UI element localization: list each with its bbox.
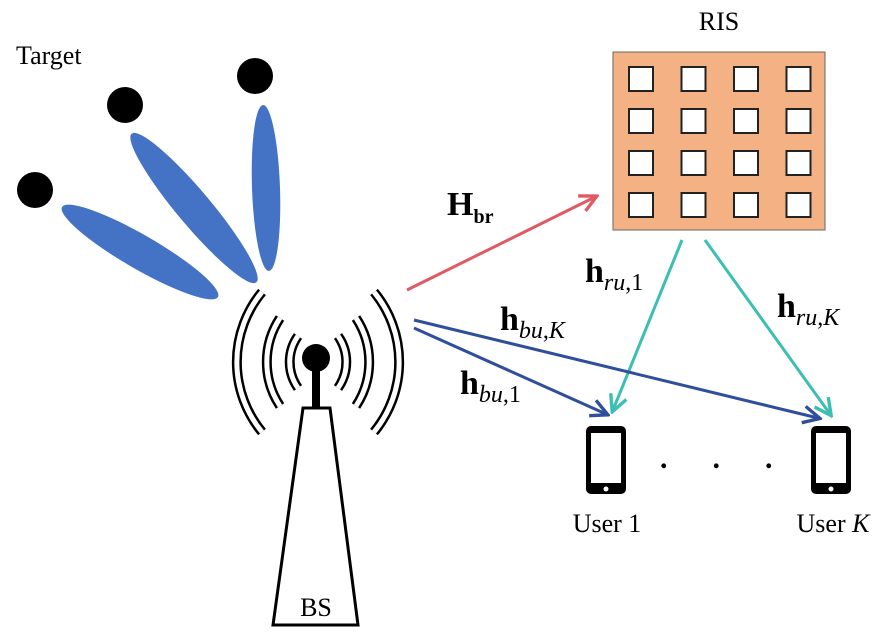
beam-middle [130, 132, 258, 284]
user-1-label: User 1 [573, 509, 642, 538]
ris-element [733, 66, 759, 92]
label-h-ru-1: hru,1 [585, 253, 643, 296]
target-label: Target [16, 41, 82, 70]
base-station [231, 288, 405, 627]
ris-element [733, 108, 759, 134]
ris-element [628, 192, 654, 218]
target-dot-1 [17, 172, 53, 208]
bs-label: BS [300, 593, 332, 622]
beam-right [251, 105, 281, 271]
label-h-ru-K: hru,K [777, 288, 841, 331]
users-ellipsis: . . . [660, 442, 773, 475]
user-K-phone [811, 426, 851, 494]
ris-element [680, 108, 707, 134]
target-dot-3 [237, 58, 273, 94]
arrow-bs-to-user1 [413, 326, 606, 414]
label-h-bu-K: hbu,K [500, 301, 567, 344]
ris-element [785, 150, 812, 176]
arrow-ris-to-userK [703, 239, 830, 414]
user-K-label: User K [797, 509, 872, 538]
ris-label: RIS [699, 7, 739, 36]
user-1-phone [586, 426, 626, 494]
target-dot-2 [107, 87, 143, 123]
ris-element [785, 66, 812, 92]
ris-element [628, 66, 654, 92]
ris-element [628, 150, 654, 176]
label-H-br: Hbr [447, 186, 494, 228]
ris-element [680, 150, 707, 176]
ris-element [785, 192, 812, 218]
ris-element [733, 192, 759, 218]
radar-beams [61, 105, 281, 300]
label-h-bu-1: hbu,1 [460, 365, 521, 408]
arrow-ris-to-user1 [613, 239, 684, 410]
arrow-bs-to-userK [413, 318, 818, 418]
targets [17, 58, 273, 208]
ris-elements [628, 66, 812, 218]
ris-element [680, 192, 707, 218]
beam-left [61, 204, 219, 300]
arrow-bs-to-ris [406, 197, 595, 292]
ris-element [680, 66, 707, 92]
ris-element [785, 108, 812, 134]
ris-element [628, 108, 654, 134]
ris-panel: RIS [612, 7, 826, 231]
ris-element [733, 150, 759, 176]
